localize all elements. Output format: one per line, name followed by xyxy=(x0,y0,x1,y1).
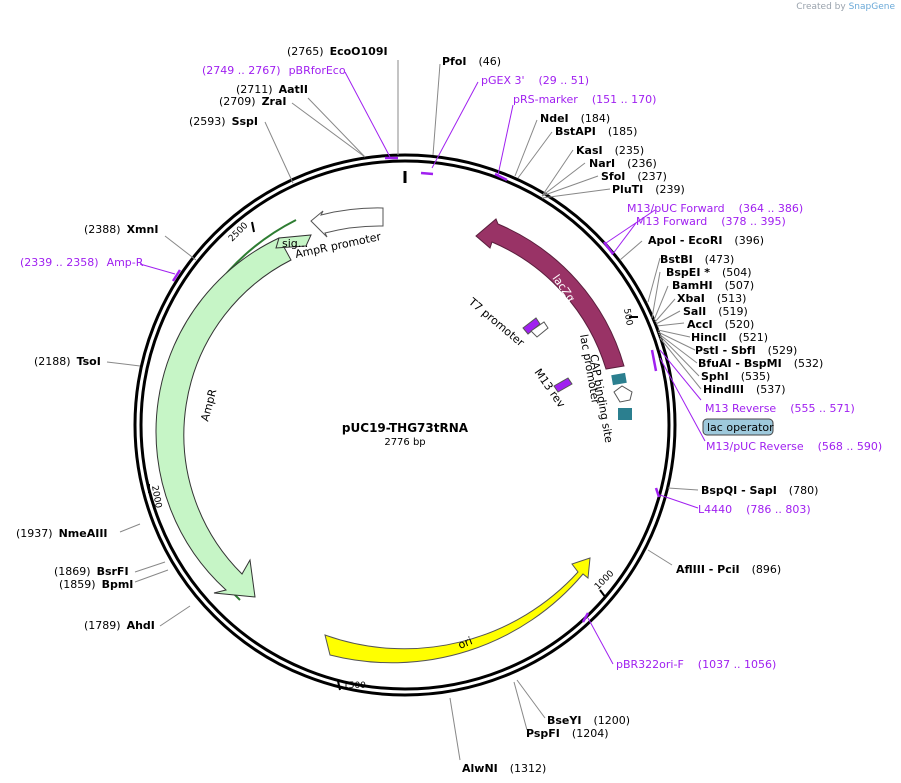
primer-connectors xyxy=(139,71,706,665)
ampr-label: AmpR xyxy=(198,387,219,422)
enzyme-ndei[interactable]: NdeI(184) xyxy=(540,112,610,125)
enzyme-hindiii[interactable]: HindIII(537) xyxy=(703,383,786,396)
primer-pbr322ori-f[interactable]: pBR322ori-F(1037 .. 1056) xyxy=(616,658,776,671)
connector-lines xyxy=(106,60,702,761)
t7-promoter-feature[interactable] xyxy=(530,321,549,338)
primer-l4440[interactable]: L4440(786 .. 803) xyxy=(698,503,811,516)
snapgene-logo-text: SnapGene xyxy=(848,2,895,12)
enzyme-bfuai-bspmi[interactable]: BfuAI - BspMI(532) xyxy=(698,357,823,370)
enzyme-sali[interactable]: SalI(519) xyxy=(683,305,748,318)
enzyme-sfoi[interactable]: SfoI(237) xyxy=(601,170,667,183)
primer-prs-marker[interactable]: pRS-marker(151 .. 170) xyxy=(513,93,656,106)
enzyme-bpmi[interactable]: (1859)BpmI xyxy=(59,578,133,591)
enzyme-kasi[interactable]: KasI(235) xyxy=(576,144,644,157)
enzyme-sphi[interactable]: SphI(535) xyxy=(701,370,770,383)
tick-marks xyxy=(148,221,638,691)
primer-marks xyxy=(171,156,661,623)
left-enzyme-labels: (2765)EcoO109I (2711)AatII (2709)ZraI (2… xyxy=(16,45,388,632)
ori-feature[interactable] xyxy=(324,557,591,664)
lac-operator-tag[interactable] xyxy=(702,418,774,436)
backbone-inner xyxy=(139,159,671,691)
tick-label-2000: 2000 xyxy=(149,485,163,510)
lacza-feature[interactable] xyxy=(475,218,625,370)
cap-binding-box[interactable] xyxy=(618,408,632,420)
primer-amp-r[interactable]: (2339 .. 2358)Amp-R xyxy=(20,256,144,269)
enzyme-acci[interactable]: AccI(520) xyxy=(687,318,754,331)
enzyme-bseyi[interactable]: BseYI(1200) xyxy=(547,714,630,727)
enzyme-bspqi-sapi[interactable]: BspQI - SapI(780) xyxy=(701,484,818,497)
enzyme-afliii-pcii[interactable]: AflIII - PciI(896) xyxy=(676,563,781,576)
enzyme-hincii[interactable]: HincII(521) xyxy=(691,331,768,344)
t7-promoter-label: T7 promoter xyxy=(465,295,527,350)
signal-sequence-label: sig... xyxy=(282,237,308,250)
m13-rev-feature[interactable] xyxy=(553,377,573,393)
right-enzyme-labels: PfoI(46) NdeI(184) BstAPI(185) KasI(235)… xyxy=(442,55,823,775)
primer-m13-forward[interactable]: M13 Forward(378 .. 395) xyxy=(636,215,786,228)
primer-m13-reverse[interactable]: M13 Reverse(555 .. 571) xyxy=(705,402,855,415)
tick-label-500: 500 xyxy=(621,308,634,327)
enzyme-alwni[interactable]: AlwNI(1312) xyxy=(462,762,546,775)
enzyme-xmni[interactable]: (2388)XmnI xyxy=(84,223,158,236)
primer-m13-puc-reverse[interactable]: M13/pUC Reverse(568 .. 590) xyxy=(706,440,882,453)
enzyme-nari[interactable]: NarI(236) xyxy=(589,157,657,170)
enzyme-pspfi[interactable]: PspFI(1204) xyxy=(526,727,608,740)
enzyme-bamhi[interactable]: BamHI(507) xyxy=(672,279,754,292)
lac-operator-box[interactable] xyxy=(611,372,627,386)
enzyme-psti-sbfi[interactable]: PstI - SbfI(529) xyxy=(695,344,797,357)
ampr-promoter-feature[interactable] xyxy=(310,207,384,238)
plasmid-length: 2776 bp xyxy=(384,437,425,448)
plasmid-name: pUC19-THG73tRNA xyxy=(342,421,469,435)
enzyme-zrai[interactable]: (2709)ZraI xyxy=(219,95,287,108)
enzyme-aatii[interactable]: (2711)AatII xyxy=(236,83,308,96)
enzyme-pfoi[interactable]: PfoI(46) xyxy=(442,55,501,68)
enzyme-nmeaiii[interactable]: (1937)NmeAIII xyxy=(16,527,108,540)
ori-label: ori xyxy=(456,634,474,651)
primer-pgex3[interactable]: pGEX 3'(29 .. 51) xyxy=(481,74,589,87)
t7-promoter-primer[interactable] xyxy=(522,317,541,335)
backbone-outer xyxy=(133,153,677,697)
enzyme-ahdi[interactable]: (1789)AhdI xyxy=(84,619,155,632)
enzyme-bsrfi[interactable]: (1869)BsrFI xyxy=(54,565,129,578)
enzyme-pluti[interactable]: PluTI(239) xyxy=(612,183,685,196)
primer-m13-puc-forward[interactable]: M13/pUC Forward(364 .. 386) xyxy=(627,202,803,215)
enzyme-apoi-ecori[interactable]: ApoI - EcoRI(396) xyxy=(648,234,764,247)
tick-label-2500: 2500 xyxy=(227,221,250,244)
enzyme-xbai[interactable]: XbaI(513) xyxy=(677,292,746,305)
enzyme-bspei[interactable]: BspEI *(504) xyxy=(666,266,752,279)
enzyme-bstapi[interactable]: BstAPI(185) xyxy=(555,125,637,138)
primer-labels: (2749 .. 2767)pBRforEco (2339 .. 2358)Am… xyxy=(20,64,882,671)
lac-operator-label: lac operator xyxy=(707,421,774,434)
enzyme-ecoo109i[interactable]: (2765)EcoO109I xyxy=(287,45,388,58)
enzyme-sspi[interactable]: (2593)SspI xyxy=(189,115,258,128)
enzyme-bstbi[interactable]: BstBI(473) xyxy=(660,253,734,266)
signal-sequence[interactable] xyxy=(275,234,312,249)
ampr-feature[interactable] xyxy=(155,237,292,598)
snapgene-credit: Created by SnapGene xyxy=(796,2,895,12)
lac-promoter-arrow[interactable] xyxy=(613,385,633,403)
ampr-promoter-label: AmpR promoter xyxy=(294,230,383,261)
tick-label-1500: 1500 xyxy=(343,681,366,691)
primer-pbrforeco[interactable]: (2749 .. 2767)pBRforEco xyxy=(202,64,346,77)
enzyme-tsoi[interactable]: (2188)TsoI xyxy=(34,355,101,368)
